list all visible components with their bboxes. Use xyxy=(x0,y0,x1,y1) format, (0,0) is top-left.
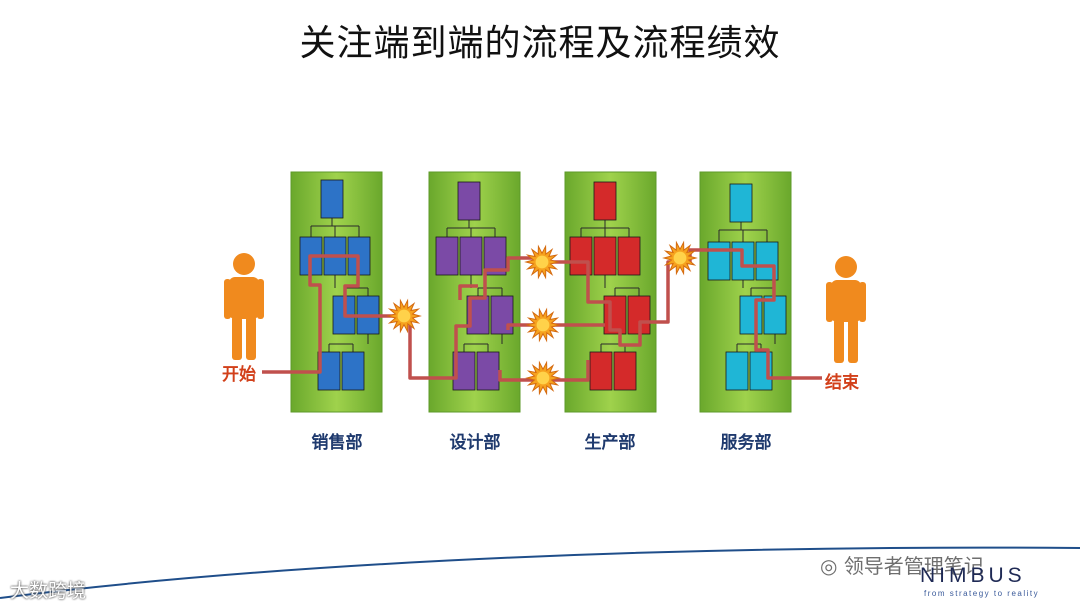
handoff-burst-core xyxy=(397,309,411,323)
person-head xyxy=(233,253,255,275)
end-label: 结束 xyxy=(825,373,859,393)
start-label: 开始 xyxy=(222,365,256,385)
person-leg xyxy=(246,316,256,360)
dept-label-production: 生产部 xyxy=(584,433,636,453)
org-box xyxy=(707,241,731,281)
org-box xyxy=(729,183,753,223)
person-torso xyxy=(831,280,861,322)
wechat-watermark-text: 领导者管理笔记 xyxy=(843,554,984,578)
dept-label-sales: 销售部 xyxy=(311,433,363,453)
person-leg xyxy=(232,316,242,360)
org-box xyxy=(613,351,637,391)
person-leg xyxy=(848,319,858,363)
start-person-icon xyxy=(224,253,264,360)
org-box xyxy=(725,351,749,391)
org-box xyxy=(457,181,481,221)
nimbus-logo: NIMBUS xyxy=(920,564,1026,587)
org-box xyxy=(476,351,500,391)
org-box xyxy=(435,236,459,276)
handoff-burst-core xyxy=(536,371,550,385)
org-box xyxy=(593,181,617,221)
org-box xyxy=(617,236,641,276)
org-box xyxy=(452,351,476,391)
wechat-icon: ◎ xyxy=(820,554,838,578)
person-arm xyxy=(224,279,231,319)
org-box xyxy=(320,179,344,219)
slide-title: 关注端到端的流程及流程绩效 xyxy=(299,23,781,64)
handoff-burst-core xyxy=(536,318,550,332)
person-arm xyxy=(859,282,866,322)
wechat-watermark: ◎ 领导者管理笔记 xyxy=(820,550,984,579)
handoff-burst-core xyxy=(673,251,687,265)
process-flow-line xyxy=(458,284,478,300)
person-head xyxy=(835,256,857,278)
dept-label-design: 设计部 xyxy=(449,433,501,453)
dept-label-service: 服务部 xyxy=(720,433,772,453)
handoff-burst-core xyxy=(535,255,549,269)
person-leg xyxy=(834,319,844,363)
person-arm xyxy=(257,279,264,319)
end-person-icon xyxy=(826,256,866,363)
org-box xyxy=(341,351,365,391)
org-box xyxy=(459,236,483,276)
person-arm xyxy=(826,282,833,322)
org-box xyxy=(589,351,613,391)
nimbus-tagline: from strategy to reality xyxy=(924,589,1040,598)
footer-swoosh xyxy=(0,546,1080,599)
org-box xyxy=(466,295,490,335)
org-box xyxy=(593,236,617,276)
org-box xyxy=(483,236,507,276)
person-torso xyxy=(229,277,259,319)
corner-watermark: 大数跨境 xyxy=(10,580,87,602)
